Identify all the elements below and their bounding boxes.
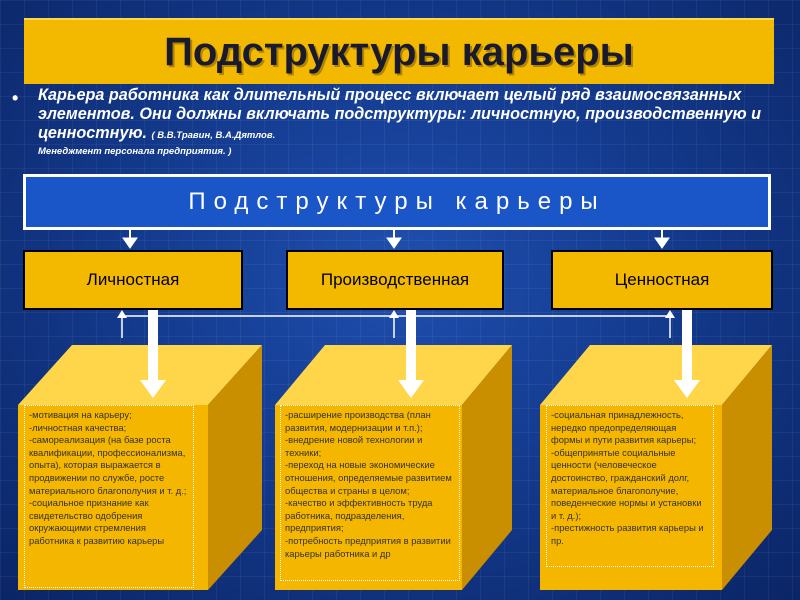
citation-authors: ( В.В.Травин, В.А.Дятлов. [151, 130, 276, 141]
category-production-label: Производственная [320, 270, 470, 289]
list-item: -переход на новые экономические отношени… [285, 459, 452, 496]
description-personal: -мотивация на карьеру; -личностная качес… [24, 405, 194, 588]
list-item: -потребность предприятия в развитии карь… [285, 534, 451, 559]
intro-paragraph: • Карьера работника как длительный проце… [12, 86, 792, 158]
list-item: -расширение производства (план развития,… [285, 409, 431, 433]
page-title: Подструктуры карьеры [164, 29, 634, 74]
list-item: -самореализация (на базе роста квалифика… [29, 434, 187, 496]
banner-text: Подструктуры карьеры [188, 188, 606, 215]
title-bar: Подструктуры карьеры [24, 18, 774, 84]
category-personal-label: Личностная [86, 270, 180, 289]
list-item: -престижность развития карьеры и пр. [551, 522, 704, 546]
category-production: Производственная [286, 250, 504, 310]
list-item: -личностная качества; [29, 421, 127, 433]
cube-arrows [140, 310, 700, 398]
description-value: -социальная принадлежность, нередко пред… [546, 405, 714, 567]
category-value-label: Ценностная [614, 270, 710, 289]
description-production: -расширение производства (план развития,… [280, 405, 460, 581]
list-item: -внедрение новой технологии и техники; [285, 434, 423, 458]
category-personal: Личностная [23, 250, 243, 310]
bullet-icon: • [12, 88, 19, 108]
connector-lines [121, 315, 671, 338]
intro-text: Карьера работника как длительный процесс… [38, 86, 761, 142]
category-value: Ценностная [551, 250, 773, 310]
citation-source: Менеджмент персонала предприятия. ) [38, 146, 232, 157]
list-item: -общепринятые социальные ценности (челов… [551, 446, 702, 521]
banner: Подструктуры карьеры [23, 174, 771, 230]
list-item: -качество и эффективность труда работник… [285, 497, 433, 534]
list-item: -мотивация на карьеру; [29, 409, 132, 420]
connector-arrowheads [117, 310, 675, 318]
banner-arrows [122, 230, 670, 249]
list-item: -социальная принадлежность, нередко пред… [551, 409, 697, 446]
list-item: -социальное признание как свидетельство … [29, 497, 165, 546]
